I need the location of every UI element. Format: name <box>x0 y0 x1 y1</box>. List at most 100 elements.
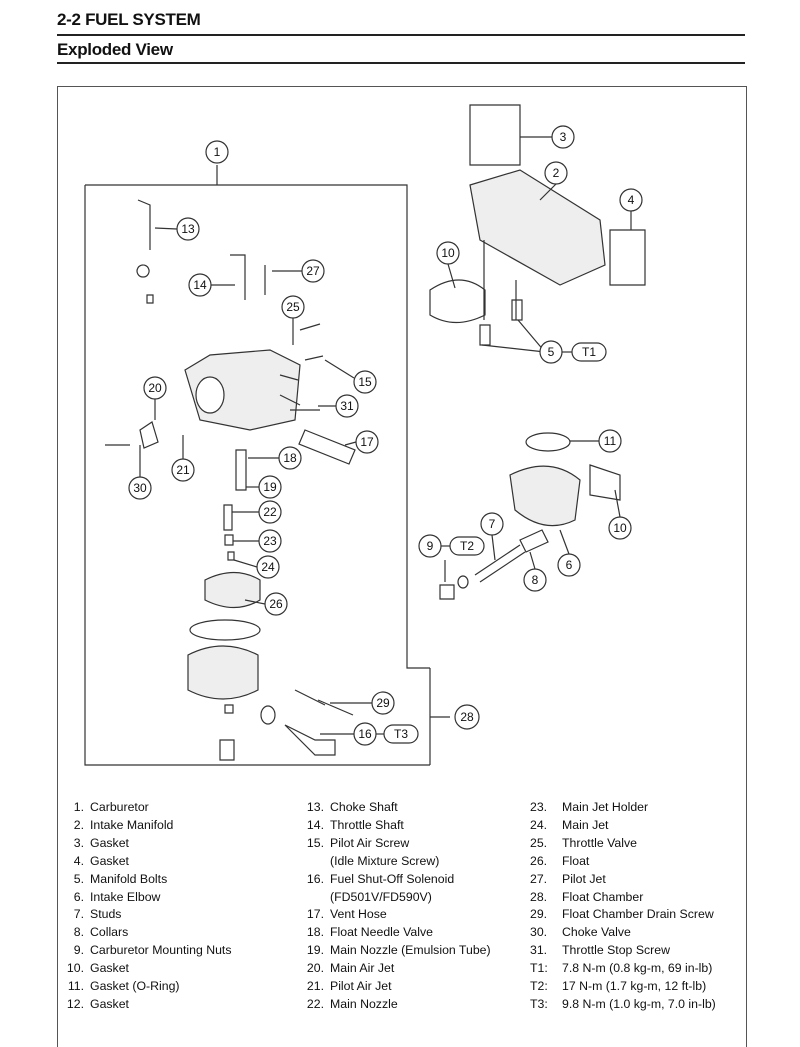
figure-frame <box>57 86 747 1047</box>
callout-label: 29 <box>376 696 390 710</box>
legend-item: 29.Float Chamber Drain Screw <box>530 907 714 922</box>
diagram-line <box>233 559 258 568</box>
callout-label: 15 <box>358 375 372 389</box>
legend-item: 12.Gasket <box>66 996 129 1011</box>
diagram-line <box>598 429 622 453</box>
diagram-line <box>195 376 225 414</box>
exploded-view-diagram: 1 13 27 14 25 15 31 20 17 18 21 30 19 22… <box>84 104 646 766</box>
diagram-line <box>171 458 195 482</box>
callouts: 1 13 27 14 25 15 31 20 17 18 21 30 19 22… <box>128 125 643 746</box>
diagram-line <box>258 529 282 553</box>
diagram-line <box>154 227 178 230</box>
callout-label: 16 <box>358 727 372 741</box>
diagram-line <box>136 199 154 304</box>
callout-label: 28 <box>460 710 474 724</box>
callout-3: 3 <box>520 125 575 149</box>
callout-label: 6 <box>566 558 573 572</box>
callout-label: 22 <box>263 505 277 519</box>
callout-14: 14 <box>188 273 235 297</box>
diagram-line <box>479 240 523 346</box>
legend-item: 28.Float Chamber <box>530 889 644 904</box>
callout-label: 23 <box>263 534 277 548</box>
callout-label: 13 <box>181 222 195 236</box>
callout-22: 22 <box>232 500 282 524</box>
callout-31: 31 <box>318 394 359 418</box>
carburetor-bracket <box>84 165 430 766</box>
legend-item: 14.Throttle Shaft <box>306 817 404 832</box>
diagram-line <box>571 342 607 362</box>
gasket-3-shape <box>469 104 521 166</box>
callout-17: 17 <box>344 430 379 454</box>
diagram-line <box>481 319 546 353</box>
intake-manifold-shape <box>469 169 606 286</box>
callout-label: 27 <box>306 264 320 278</box>
diagram-line <box>258 500 282 524</box>
legend-item: 22.Main Nozzle <box>306 996 398 1011</box>
legend-item: 31.Throttle Stop Screw <box>530 943 670 958</box>
diagram-line <box>371 691 395 715</box>
callout-label: 5 <box>548 345 555 359</box>
diagram-line <box>559 529 570 555</box>
legend-item: T3:9.8 N-m (1.0 kg-m, 7.0 in-lb) <box>530 996 716 1011</box>
diagram-line <box>525 432 571 452</box>
legend-item: 19.Main Nozzle (Emulsion Tube) <box>306 943 491 958</box>
callout-label: 7 <box>489 517 496 531</box>
intake-elbow-shape <box>509 465 581 527</box>
diagram-line <box>457 575 469 589</box>
legend-item: 18.Float Needle Valve <box>306 925 433 940</box>
diagram-line <box>544 161 568 185</box>
callout-label: 24 <box>261 560 275 574</box>
legend-column-3: 23.Main Jet Holder 24.Main Jet 25.Thrott… <box>530 799 716 1014</box>
diagram-line <box>589 464 621 501</box>
section-title: 2-2 FUEL SYSTEM <box>57 10 201 29</box>
legend-item: (FD501V/FD590V) <box>330 889 432 904</box>
legend-item: 26.Float <box>530 853 590 868</box>
callout-13: 13 <box>154 217 200 241</box>
float-chamber-shape <box>187 645 259 700</box>
legend-item: (Idle Mixture Screw) <box>330 853 440 868</box>
legend-item: 5.Manifold Bolts <box>73 871 168 886</box>
callout-8: 8 <box>523 551 547 592</box>
vent-hose-shape <box>298 429 356 465</box>
diagram-line <box>447 263 456 289</box>
gasket-4-shape <box>609 229 646 286</box>
callout-label: 20 <box>148 381 162 395</box>
diagram-line <box>383 724 419 744</box>
legend-item: 16.Fuel Shut-Off Solenoid <box>306 871 455 886</box>
diagram-line <box>260 705 276 725</box>
callout-29: 29 <box>330 691 395 715</box>
callout-6: 6 <box>557 529 581 577</box>
legend-item: 21.Pilot Air Jet <box>306 979 392 994</box>
callout-label: 18 <box>283 451 297 465</box>
legend-item: 6.Intake Elbow <box>73 889 161 904</box>
callout-4: 4 <box>619 188 643 230</box>
diagram-line <box>258 475 282 499</box>
diagram-line <box>619 188 643 212</box>
legend-item: 10.Gasket <box>66 961 129 976</box>
diagram-line <box>279 323 324 411</box>
callout-9-t2: 9 T2 <box>418 534 485 582</box>
diagram-line <box>301 259 325 283</box>
callout-label: T1 <box>582 345 596 359</box>
callout-label: 17 <box>360 435 374 449</box>
diagram-line <box>219 689 354 761</box>
diagram-line <box>523 568 547 592</box>
diagram-line <box>230 254 266 300</box>
diagram-line <box>324 359 355 379</box>
legend-item: 2.Intake Manifold <box>73 817 174 832</box>
callout-10-top: 10 <box>436 241 460 289</box>
diagram-line <box>256 555 280 579</box>
callout-label: 30 <box>133 481 147 495</box>
legend-item: 15.Pilot Air Screw <box>306 835 410 850</box>
legend-item: 4.Gasket <box>73 853 129 868</box>
legend-item: 13.Choke Shaft <box>306 800 398 814</box>
legend-item: 11.Gasket (O-Ring) <box>67 979 180 994</box>
callout-label: 19 <box>263 480 277 494</box>
callout-30: 30 <box>128 445 152 500</box>
header-rule <box>57 34 745 36</box>
callout-28: 28 <box>454 704 480 730</box>
diagram-line <box>344 441 357 446</box>
diagram-line <box>608 516 632 540</box>
callout-label: 31 <box>340 399 354 413</box>
callout-label: 1 <box>214 145 221 159</box>
